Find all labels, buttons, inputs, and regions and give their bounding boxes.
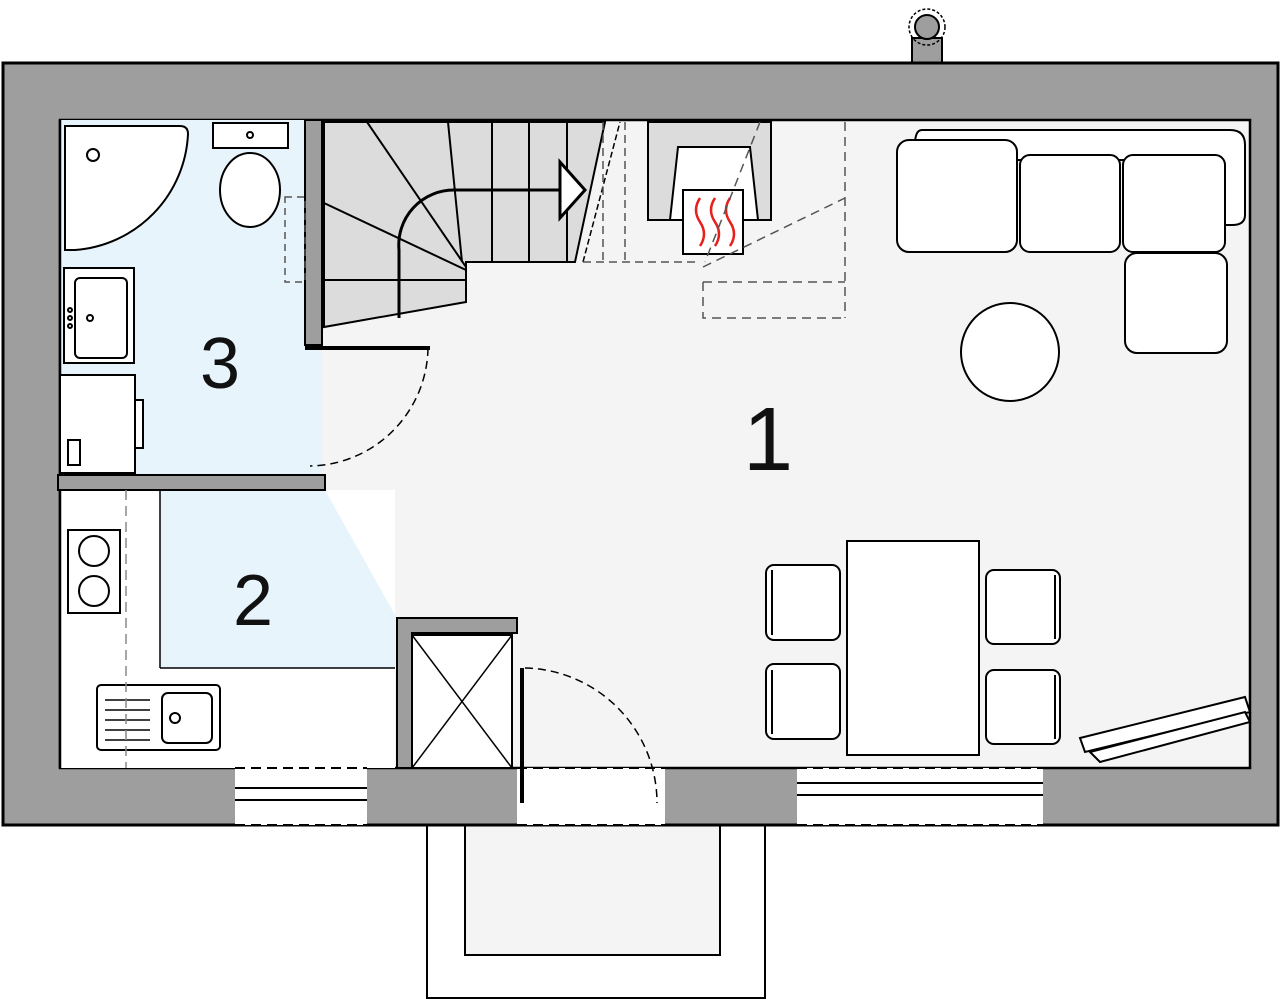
wall-bath-stairs xyxy=(304,119,323,346)
wall-bath-kitchen xyxy=(57,474,326,491)
room-3-floor-extension xyxy=(305,345,322,470)
room-label-2: 2 xyxy=(233,561,273,641)
window-kitchen xyxy=(235,767,367,826)
toilet-bowl xyxy=(219,152,281,228)
staircase xyxy=(323,121,700,329)
kitchen-fixtures xyxy=(67,529,221,751)
room-label-3: 3 xyxy=(200,324,240,404)
stair-direction-arrow-icon xyxy=(558,158,588,222)
heater-icon xyxy=(682,189,744,255)
bathroom-fixtures xyxy=(59,122,289,474)
entrance-door[interactable] xyxy=(517,667,665,826)
coffee-table xyxy=(960,302,1060,402)
window-living xyxy=(797,767,1043,826)
dining-set xyxy=(765,540,1061,756)
fireplace xyxy=(647,121,846,319)
bathroom-door[interactable] xyxy=(305,346,430,467)
room-2-floor-highlight xyxy=(160,490,395,668)
chimney-vent xyxy=(908,8,946,66)
room-label-1: 1 xyxy=(743,390,793,490)
corner-sofa xyxy=(896,129,1246,354)
attic-ladder xyxy=(1078,695,1252,764)
entry-wardrobe xyxy=(396,617,518,769)
porch xyxy=(426,824,766,999)
